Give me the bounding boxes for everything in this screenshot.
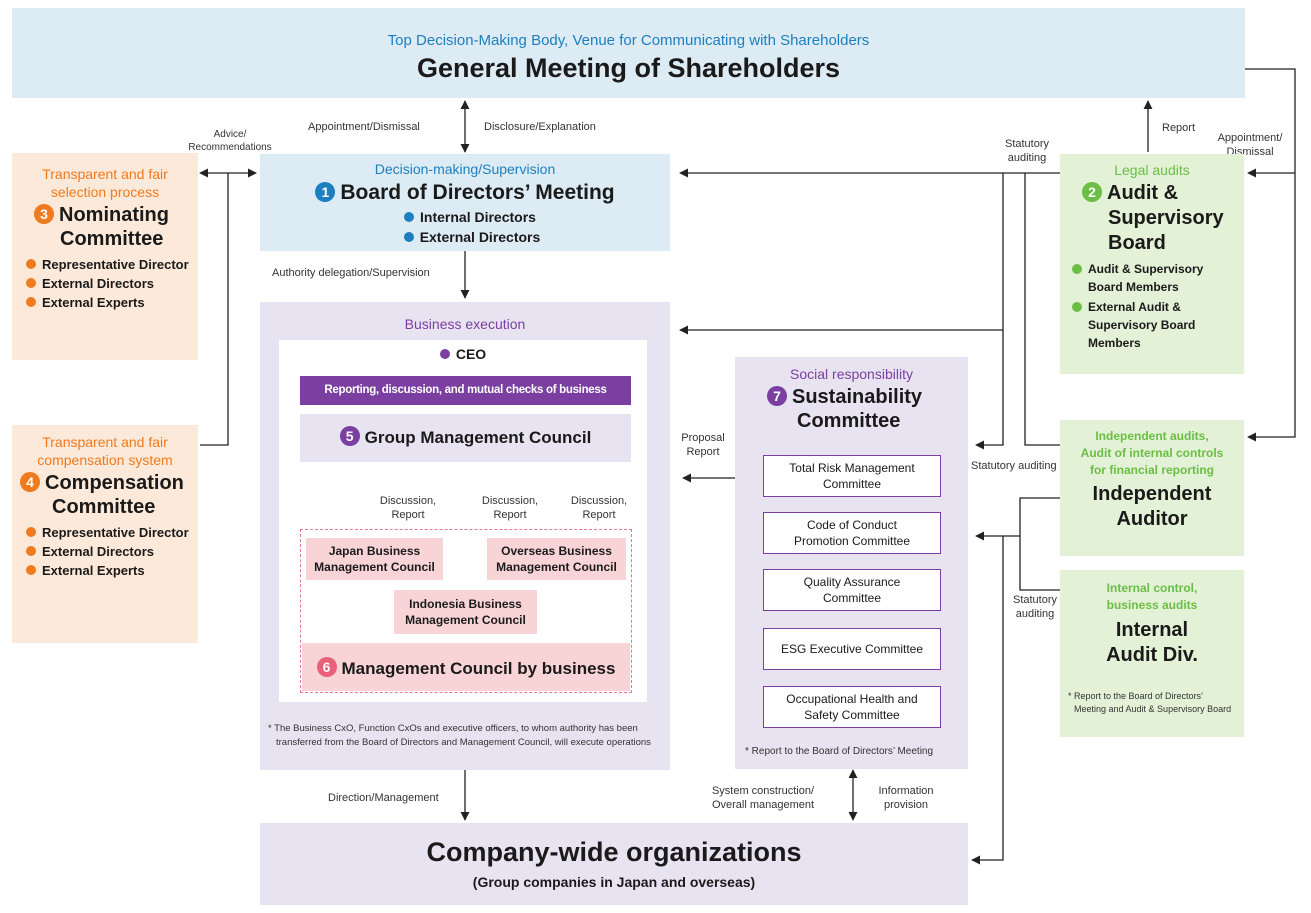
shareholders-box: Top Decision-Making Body, Venue for Comm… — [12, 8, 1245, 98]
execution-banner: Reporting, discussion, and mutual checks… — [300, 376, 631, 425]
sustainability-number-icon: 7 — [767, 386, 787, 406]
bullet-icon — [1072, 264, 1082, 274]
nominating-members: Representative Director External Directo… — [12, 255, 198, 312]
label-appointment-dismissal: Appointment/Dismissal — [308, 121, 420, 133]
bullet-icon — [1072, 302, 1082, 312]
bullet-icon — [26, 565, 36, 575]
bullet-icon — [26, 259, 36, 269]
internal-audit-note: * Report to the Board of Directors’ Meet… — [1068, 691, 1232, 714]
company-title: Company-wide organizations — [426, 837, 802, 867]
compensation-number-icon: 4 — [20, 472, 40, 492]
label-discussion-center: Discussion,Report — [481, 495, 539, 521]
sustainability-subtitle: Social responsibility — [790, 366, 913, 382]
gmc-number-icon: 5 — [339, 426, 360, 446]
audit-board-number-icon: 2 — [1082, 182, 1102, 202]
audit-board-subtitle: Legal audits — [1114, 162, 1190, 178]
bullet-icon — [26, 297, 36, 307]
board-number-icon: 1 — [315, 182, 336, 202]
business-execution-note: * The Business CxO, Function CxOs and ex… — [268, 723, 651, 748]
bullet-icon — [404, 212, 415, 222]
internal-audit-subtitle: Internal control, business audits — [1106, 581, 1198, 612]
bullet-icon — [26, 546, 36, 556]
business-execution-title: Business execution — [404, 316, 526, 332]
label-disclosure-explanation: Disclosure/Explanation — [484, 121, 596, 133]
independent-auditor-box: Independent audits, Audit of internal co… — [1060, 420, 1244, 556]
company-wide-box: Company-wide organizations (Group compan… — [260, 823, 968, 905]
shareholders-subtitle: Top Decision-Making Body, Venue for Comm… — [387, 32, 870, 49]
committee-esg-executive: ESG Executive Committee — [763, 628, 941, 670]
mcb-number-icon: 6 — [316, 657, 337, 677]
label-discussion-right: Discussion,Report — [570, 495, 628, 521]
bullet-icon — [439, 349, 450, 359]
compensation-members: Representative Director External Directo… — [12, 523, 198, 580]
internal-audit-title: Internal Audit Div. — [1106, 619, 1198, 666]
sustainability-note: * Report to the Board of Directors’ Meet… — [745, 746, 934, 757]
board-member-2: External Directors — [274, 227, 670, 247]
nominating-number-icon: 3 — [34, 204, 54, 224]
label-system-construction: System construction/Overall management — [711, 785, 815, 811]
label-advice: Advice/Recommendations — [188, 129, 272, 153]
independent-auditor-subtitle: Independent audits, Audit of internal co… — [1080, 429, 1224, 477]
board-member-1: Internal Directors — [270, 207, 670, 227]
audit-board-members: Audit & Supervisory Board Members Extern… — [1060, 260, 1244, 352]
bullet-icon — [26, 278, 36, 288]
label-direction-management: Direction/Management — [328, 792, 439, 804]
independent-auditor-title: Independent Auditor — [1092, 483, 1212, 530]
bullet-icon — [26, 527, 36, 537]
management-council-group — [300, 529, 632, 693]
internal-audit-box: Internal control, business audits Intern… — [1060, 570, 1244, 737]
company-subtitle: (Group companies in Japan and overseas) — [472, 874, 756, 890]
label-discussion-left: Discussion,Report — [379, 495, 437, 521]
ceo-label: CEO — [280, 346, 646, 362]
bullet-icon — [403, 232, 414, 242]
label-authority-delegation: Authority delegation/Supervision — [272, 267, 430, 279]
board-subtitle: Decision-making/Supervision — [374, 161, 556, 177]
shareholders-title: General Meeting of Shareholders — [416, 53, 841, 83]
label-report: Report — [1162, 122, 1196, 134]
label-statutory-auditing-single: Statutory auditing — [971, 460, 1057, 472]
